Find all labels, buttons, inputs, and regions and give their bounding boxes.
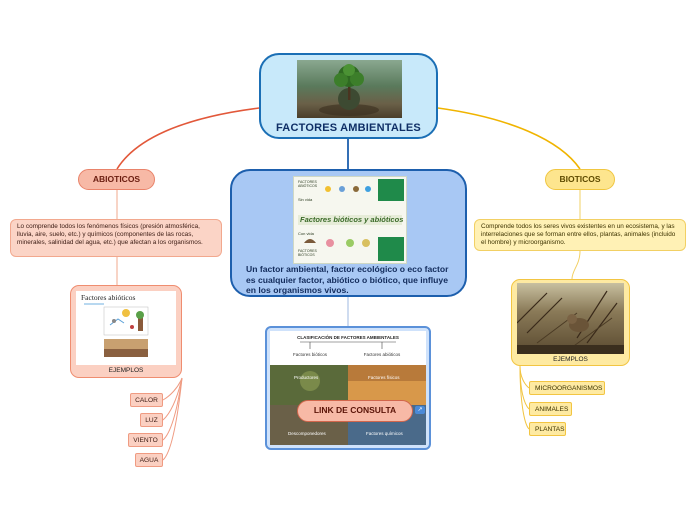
infographic-left-header: FACTORES ABIÓTICOS	[298, 180, 318, 188]
link-icon[interactable]: ↗	[415, 406, 425, 414]
abioticos-examples-label: EJEMPLOS	[108, 367, 144, 374]
classification-cell-2: Factores físicos	[368, 375, 400, 380]
infographic-right-sub: Con vida	[298, 231, 314, 236]
classification-cell-1: Productores	[294, 375, 319, 380]
tree-globe-image	[297, 60, 402, 118]
example-calor[interactable]: CALOR	[130, 393, 163, 407]
classification-col-right: Factores abióticos	[363, 352, 401, 357]
infographic-right-header: FACTORES BIÓTICOS	[298, 249, 317, 257]
example-plantas[interactable]: PLANTAS	[529, 422, 566, 436]
bioticos-examples-node[interactable]: EJEMPLOS	[511, 279, 630, 366]
abioticos-image-caption: Factores abióticos	[81, 293, 136, 302]
central-title: FACTORES AMBIENTALES	[276, 122, 421, 134]
example-agua[interactable]: AGUA	[135, 453, 163, 467]
abioticos-note[interactable]: Lo comprende todos los fenómenos físicos…	[10, 219, 222, 257]
example-animales[interactable]: ANIMALES	[529, 402, 572, 416]
classification-title: CLASIFICACIÓN DE FACTORES AMBIENTALES	[297, 335, 399, 340]
classification-cell-4: Factores químicos	[366, 431, 403, 436]
abioticos-image: Factores abióticos	[76, 291, 176, 365]
abioticos-examples-node[interactable]: Factores abióticos EJEMPLOS	[70, 285, 182, 378]
bioticos-node[interactable]: BIOTICOS	[545, 169, 615, 190]
line-central-to-bioticos	[437, 107, 581, 170]
bioticos-examples-label: EJEMPLOS	[553, 356, 588, 363]
infographic-left-sub: Sin vida	[298, 197, 313, 202]
classification-image: CLASIFICACIÓN DE FACTORES AMBIENTALES Fa…	[270, 331, 426, 445]
link-node[interactable]: CLASIFICACIÓN DE FACTORES AMBIENTALES Fa…	[265, 326, 431, 450]
line-central-to-abioticos	[116, 107, 260, 170]
classification-cell-3: Descomponedores	[288, 431, 326, 436]
example-luz[interactable]: LUZ	[140, 413, 163, 427]
line-binote-to-examples	[571, 250, 581, 280]
bioticos-image	[517, 283, 624, 354]
bioticos-note[interactable]: Comprende todos los seres vivos existent…	[474, 219, 686, 251]
example-microorganismos[interactable]: MICROORGANISMOS	[529, 381, 605, 395]
link-de-consulta-button[interactable]: LINK DE CONSULTA	[297, 400, 413, 422]
definition-text: Un factor ambiental, factor ecológico o …	[246, 264, 449, 295]
central-node[interactable]: FACTORES AMBIENTALES	[259, 53, 438, 139]
definition-node[interactable]: FACTORES ABIÓTICOS Sin vida Factores bió…	[230, 169, 467, 297]
classification-col-left: Factores bióticos	[292, 352, 327, 357]
example-viento[interactable]: VIENTO	[128, 433, 163, 447]
abioticos-node[interactable]: ABIOTICOS	[78, 169, 155, 190]
infographic-title: Factores bióticos y abióticos	[300, 215, 404, 224]
infographic-image: FACTORES ABIÓTICOS Sin vida Factores bió…	[293, 176, 407, 264]
